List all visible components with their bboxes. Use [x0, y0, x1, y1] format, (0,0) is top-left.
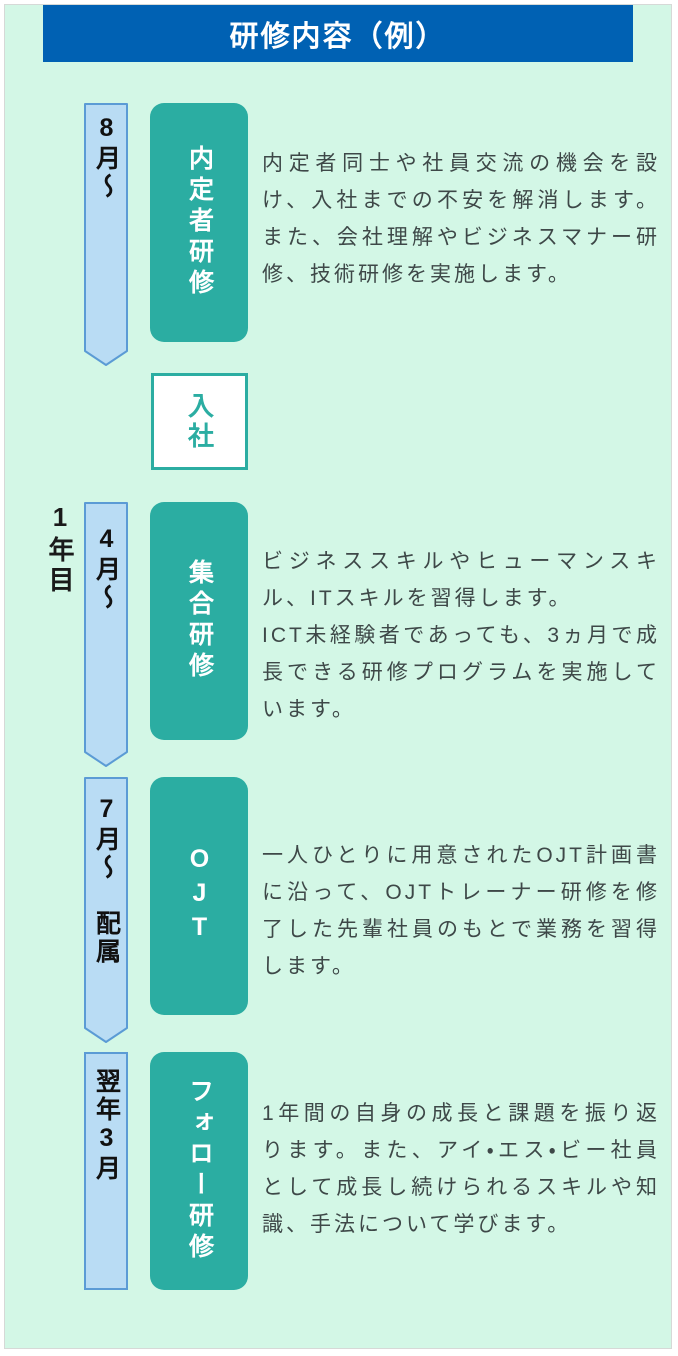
- period-label-text: 8月～: [92, 114, 121, 201]
- entrance-box: 入社: [151, 373, 248, 470]
- step-title: フォロー研修: [185, 1078, 214, 1264]
- period-label: 翌年3月: [84, 1068, 128, 1183]
- entrance-label: 入社: [184, 391, 215, 452]
- period-label-text: 4月～: [92, 525, 121, 612]
- step-title-box: 集合研修: [150, 502, 248, 740]
- step-description: 内定者同士や社員交流の機会を設け、入社までの不安を解消します。また、会社理解やビ…: [262, 152, 660, 286]
- timeline-rect-marker: [84, 1052, 128, 1290]
- step-title-box: OJT: [150, 777, 248, 1015]
- year-1-label-text: 1年目: [45, 502, 75, 596]
- timeline-down-arrow: [84, 502, 128, 767]
- step-description: 1年間の自身の成長と課題を振り返ります。また、アイ・エス・ビー社員として成長し続…: [262, 1102, 660, 1236]
- period-label: 7月～ 配属: [84, 795, 128, 966]
- timeline-down-arrow: [84, 103, 128, 366]
- step-title-box: フォロー研修: [150, 1052, 248, 1290]
- period-label-text: 7月～ 配属: [92, 795, 121, 966]
- step-title-box: 内定者研修: [150, 103, 248, 342]
- step-title: 内定者研修: [185, 145, 214, 300]
- step-title: OJT: [185, 845, 214, 947]
- year-1-label: 1年目: [40, 502, 80, 596]
- period-label-text: 翌年3月: [92, 1068, 121, 1183]
- period-label: 4月～: [84, 525, 128, 612]
- page-title: 研修内容（例）: [43, 5, 633, 62]
- step-description: 一人ひとりに用意されたOJT計画書に沿って、OJTトレーナー研修を修了した先輩社…: [262, 844, 660, 978]
- timeline-down-arrow: [84, 777, 128, 1043]
- step-description: ビジネススキルやヒューマンスキル、ITスキルを習得します。 ICT未経験者であっ…: [262, 550, 660, 721]
- step-title: 集合研修: [185, 559, 214, 683]
- period-label: 8月～: [84, 114, 128, 201]
